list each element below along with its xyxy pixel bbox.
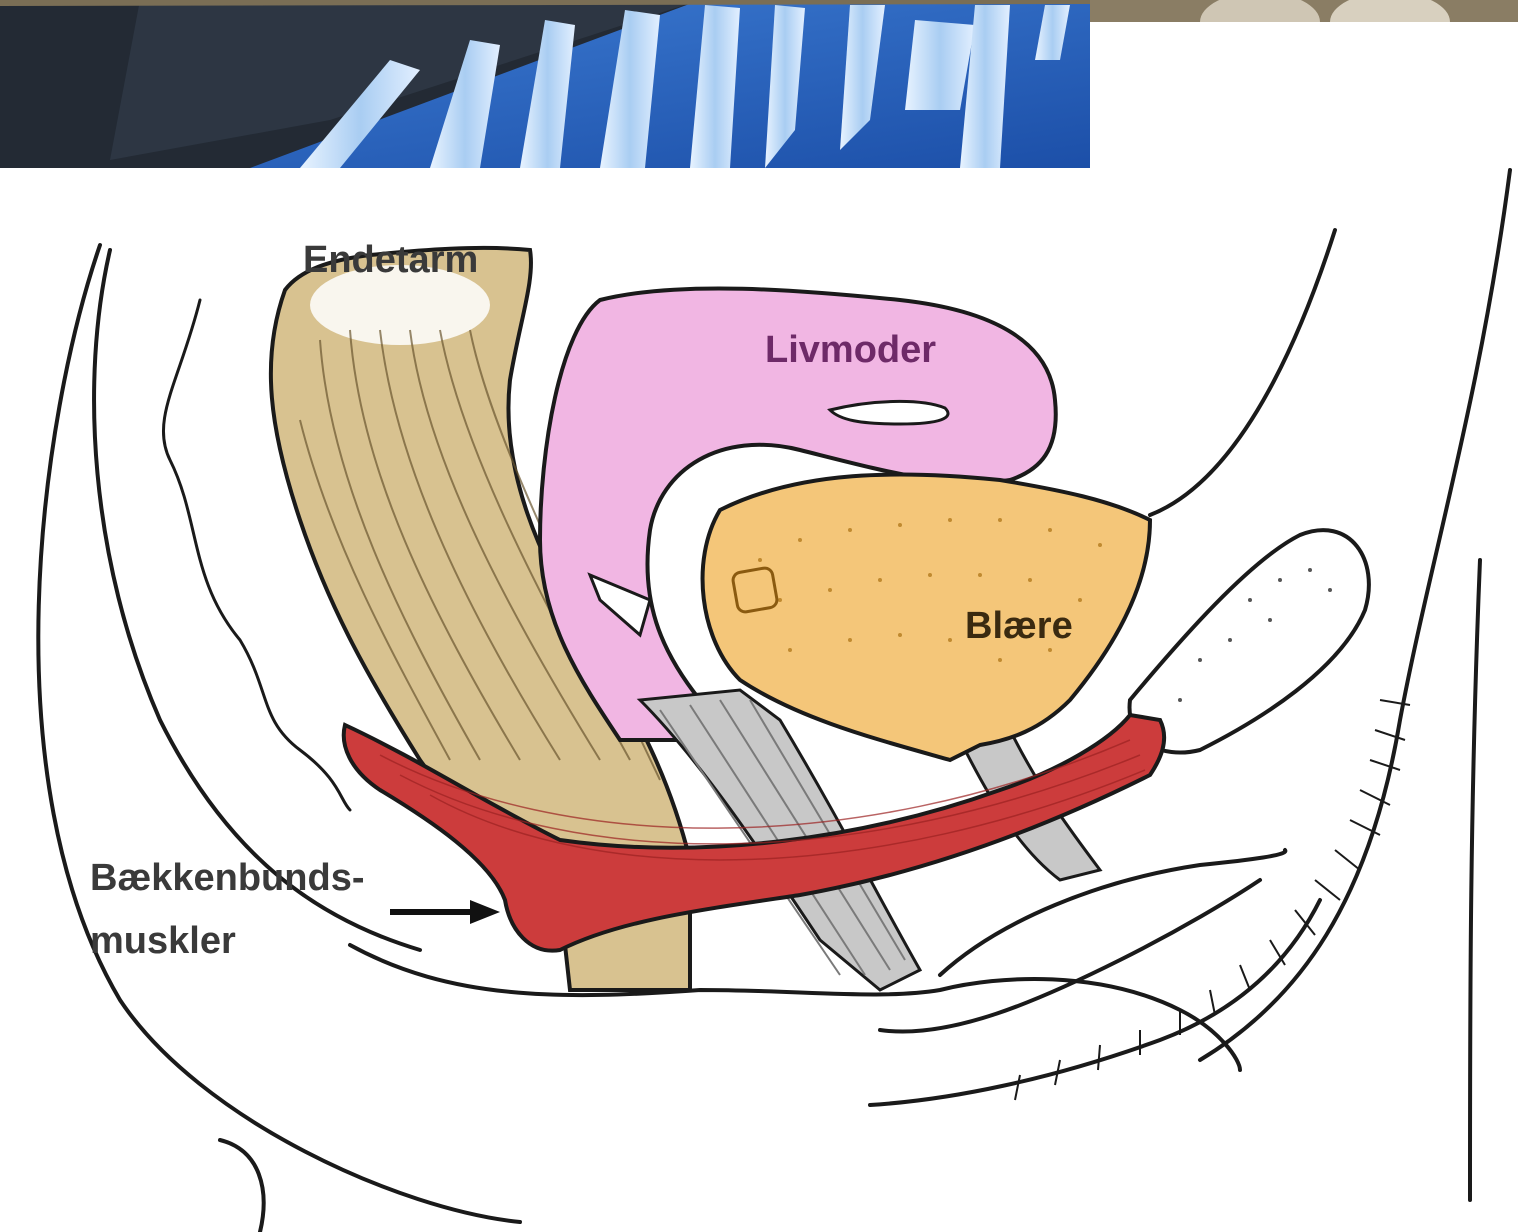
pelvis-anatomy-diagram: Endetarm Livmoder Blære Bækkenbunds- mus… <box>0 168 1518 1232</box>
vulva-inner <box>880 880 1260 1032</box>
abdomen-outline <box>1150 230 1335 515</box>
uterine-cavity <box>830 401 948 424</box>
label-rectum: Endetarm <box>303 239 478 281</box>
arrow-icon <box>390 900 500 924</box>
pubic-bone-shape <box>1130 530 1369 752</box>
label-bladder: Blære <box>965 605 1073 647</box>
icicle-banner-image <box>0 0 1090 168</box>
vulva-inner-2 <box>940 850 1285 975</box>
labia-line <box>870 900 1320 1105</box>
corner-decoration <box>1090 0 1518 22</box>
label-uterus: Livmoder <box>765 329 936 371</box>
label-pelvic-floor-1: Bækkenbunds- <box>90 857 364 899</box>
front-thigh-line <box>1470 560 1480 1200</box>
label-pelvic-floor-2: muskler <box>90 920 236 962</box>
perineum-line <box>350 945 1240 1070</box>
buttock-crease <box>220 1140 264 1232</box>
